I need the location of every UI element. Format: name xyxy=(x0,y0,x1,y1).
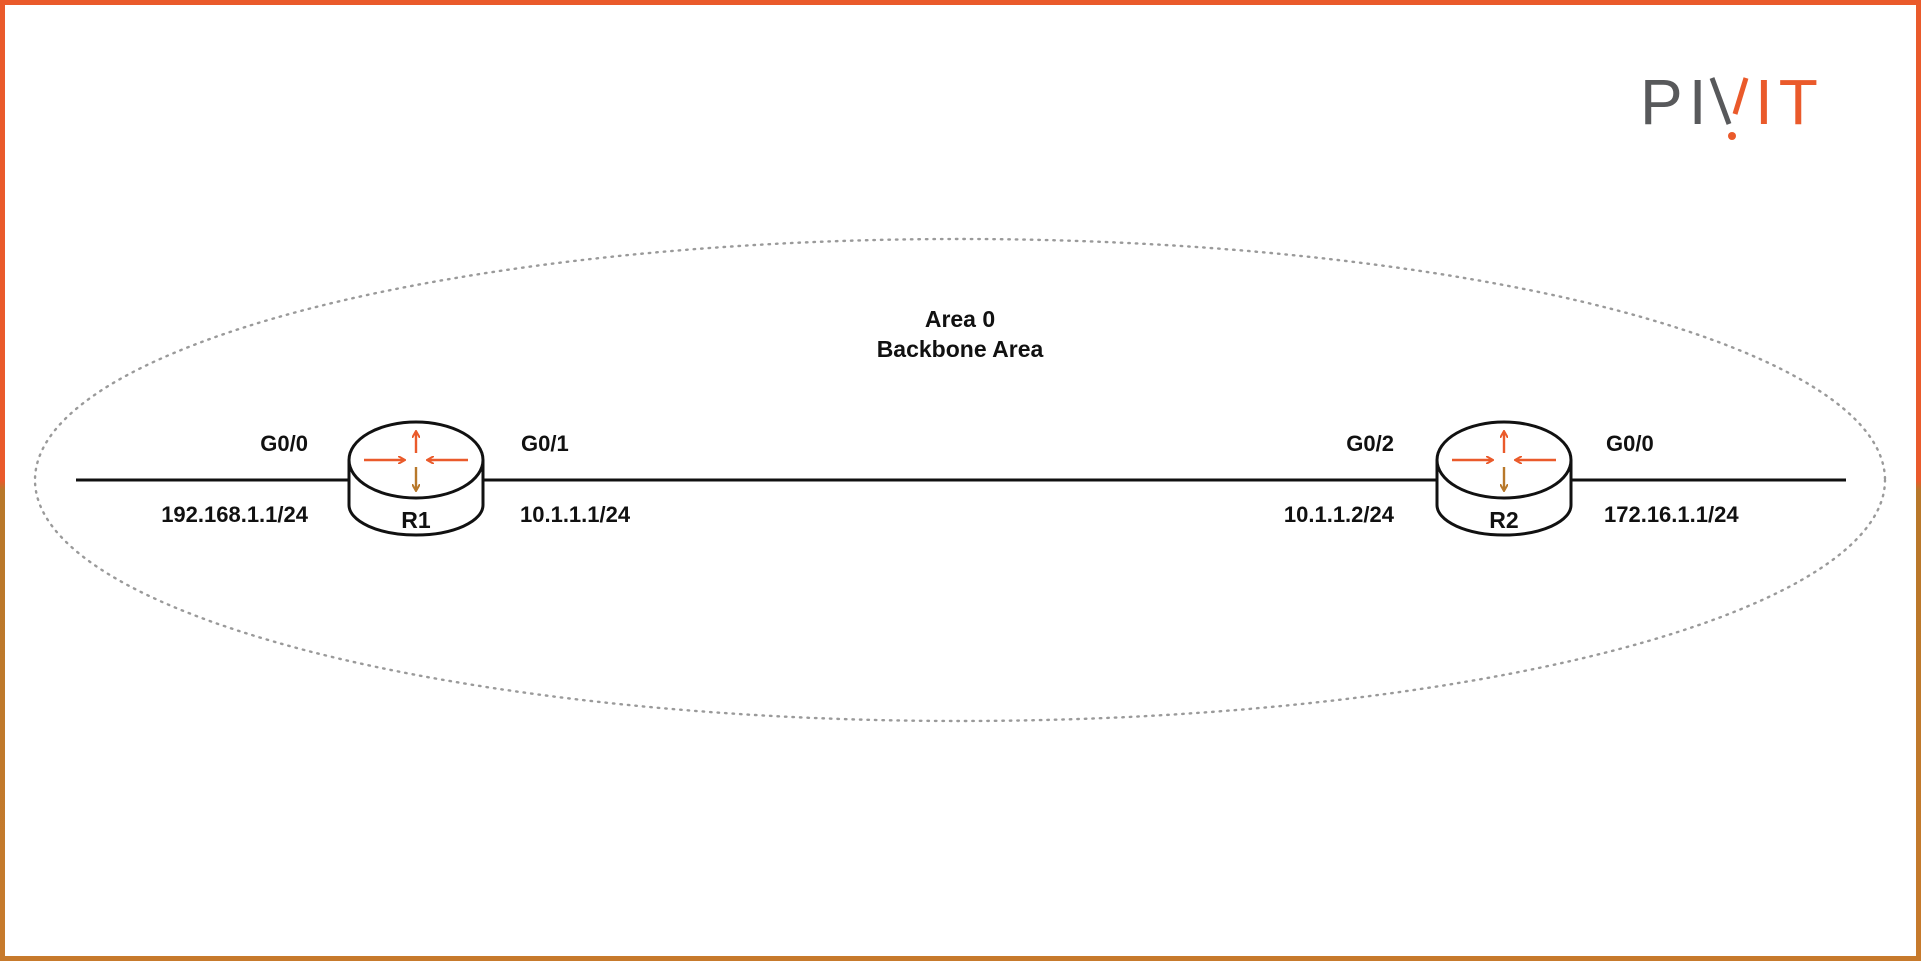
area-subtitle: Backbone Area xyxy=(877,336,1044,362)
logo-text-left: PI xyxy=(1640,66,1712,138)
logo-v-right-stroke xyxy=(1732,77,1749,115)
logo-text-right: IT xyxy=(1755,66,1824,138)
router-r1[interactable]: R1 xyxy=(347,420,485,537)
area-title: Area 0 xyxy=(925,306,995,332)
router-top xyxy=(347,420,485,500)
logo-dot xyxy=(1728,132,1736,140)
r2-left-interface: G0/2 xyxy=(1346,431,1394,456)
router-icon xyxy=(364,432,468,490)
r2-right-ip: 172.16.1.1/24 xyxy=(1604,502,1739,527)
logo-v-left-stroke xyxy=(1709,77,1732,125)
r1-left-ip: 192.168.1.1/24 xyxy=(161,502,309,527)
pivit-logo: PI IT xyxy=(1640,66,1824,140)
r1-left-interface: G0/0 xyxy=(260,431,308,456)
router-label: R1 xyxy=(401,507,431,533)
r2-left-ip: 10.1.1.2/24 xyxy=(1284,502,1395,527)
router-top xyxy=(1435,420,1573,500)
r2-right-interface: G0/0 xyxy=(1606,431,1654,456)
router-icon xyxy=(1452,432,1556,490)
r1-right-ip: 10.1.1.1/24 xyxy=(520,502,631,527)
area-boundary xyxy=(33,237,1887,723)
r1-right-interface: G0/1 xyxy=(521,431,569,456)
router-r2[interactable]: R2 xyxy=(1435,420,1573,537)
router-label: R2 xyxy=(1489,507,1518,533)
